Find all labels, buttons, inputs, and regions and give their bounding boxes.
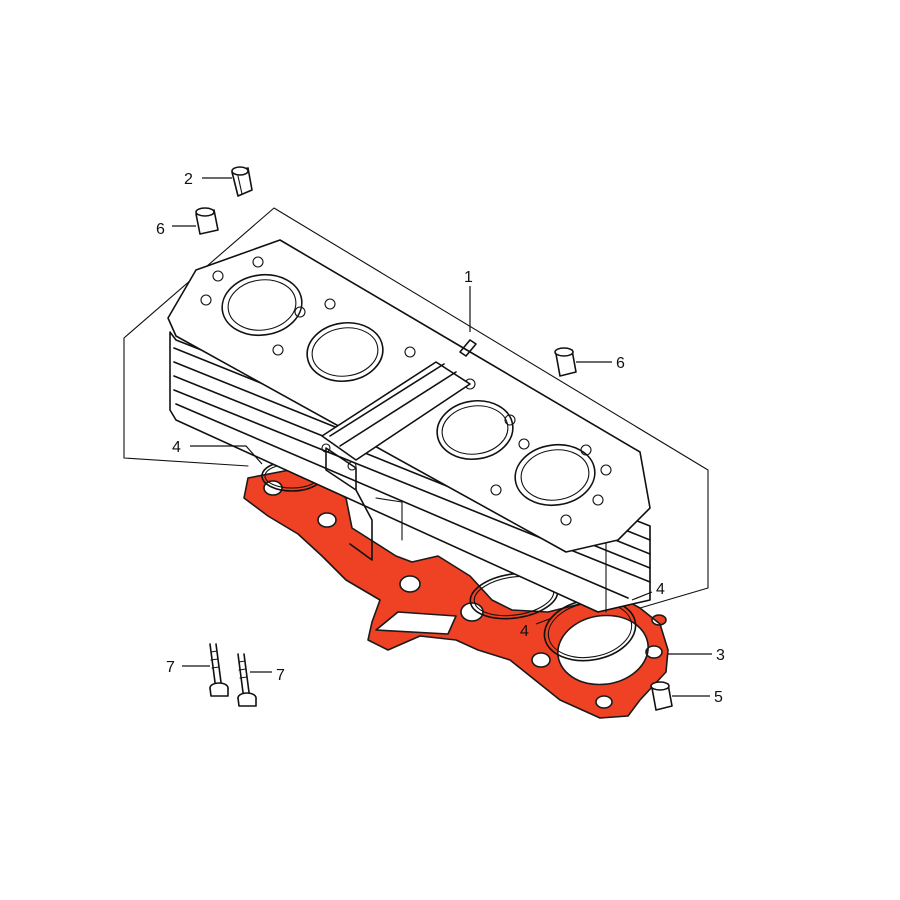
callout-7-right: 7 — [276, 667, 285, 684]
callout-7-left: 7 — [166, 659, 175, 676]
callout-6-left: 6 — [156, 221, 165, 238]
callouts: 1 2 3 4 4 4 5 6 6 7 7 — [156, 171, 725, 706]
dowel-bottom-right[interactable] — [650, 681, 673, 711]
callout-5: 5 — [714, 689, 723, 706]
callout-6-right: 6 — [616, 355, 625, 372]
dowel-left[interactable] — [195, 207, 219, 235]
collar-top[interactable] — [231, 166, 253, 197]
callout-2: 2 — [184, 171, 193, 188]
callout-4-right: 4 — [656, 581, 665, 598]
callout-1: 1 — [464, 269, 473, 286]
dowel-right[interactable] — [554, 347, 577, 377]
block-outline-phantom — [123, 207, 709, 609]
leader-4-left — [190, 445, 263, 465]
leader-4-middle — [535, 617, 553, 625]
leader-4-right — [631, 591, 653, 601]
base-gasket-shape — [243, 467, 669, 719]
callout-3: 3 — [716, 647, 725, 664]
base-gasket[interactable] — [243, 467, 669, 719]
callout-4-middle: 4 — [520, 623, 529, 640]
callout-4-left: 4 — [172, 439, 181, 456]
bolt-left[interactable] — [209, 643, 229, 697]
cam-chain-tunnel — [321, 339, 477, 561]
cylinder-block[interactable] — [123, 207, 709, 613]
bolt-right[interactable] — [237, 653, 257, 707]
